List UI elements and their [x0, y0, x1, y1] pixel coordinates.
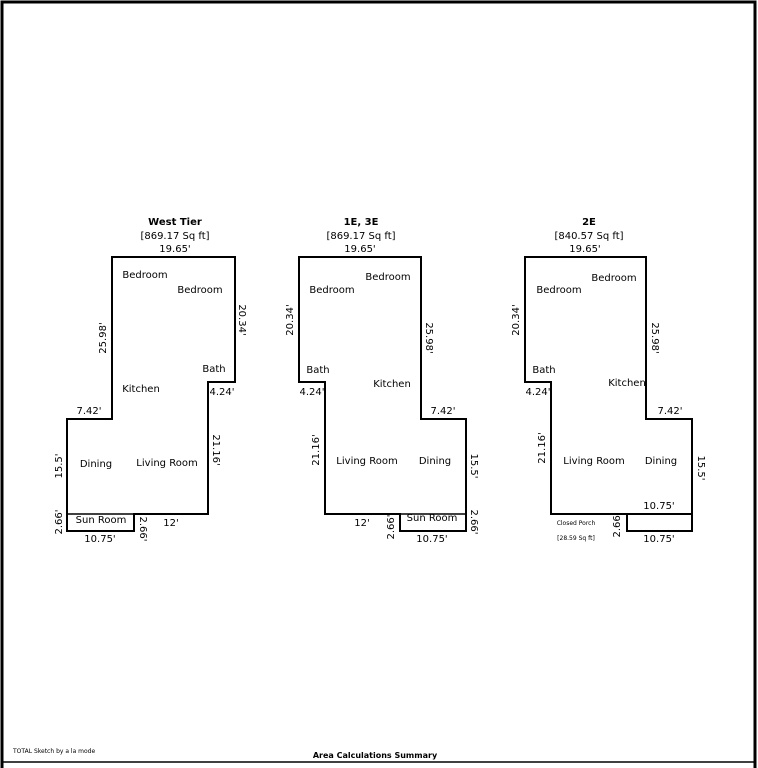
dim-step-right: 4.24': [209, 387, 234, 398]
dim-bottom-right: 10.75': [416, 534, 447, 545]
dim-porch-top: 10.75': [643, 501, 674, 512]
room-dining: Dining: [80, 459, 112, 470]
room-bedroom-1: Bedroom: [122, 270, 167, 281]
dim-right-upper: 25.98': [423, 322, 434, 353]
room-kitchen: Kitchen: [373, 379, 411, 390]
dim-step-left: 4.24': [299, 387, 324, 398]
dim-left-upper: 20.34': [511, 304, 522, 335]
closed-porch-outline: [626, 514, 693, 532]
dim-sunroom-right: 2.66': [137, 516, 148, 541]
dim-sunroom-left: 2.66': [54, 509, 65, 534]
dim-top: 19.65': [159, 244, 190, 255]
porch-area: [28.59 Sq ft]: [557, 535, 595, 542]
dim-sunroom-right: 2.66': [468, 509, 479, 534]
dim-left-upper: 25.98': [98, 322, 109, 353]
plan-outline: [298, 256, 467, 532]
dim-step-left: 7.42': [76, 406, 101, 417]
room-bedroom-2: Bedroom: [536, 285, 581, 296]
room-bedroom-1: Bedroom: [365, 272, 410, 283]
plan-area: [869.17 Sq ft]: [140, 231, 209, 242]
room-living: Living Room: [136, 458, 197, 469]
dim-right-lower: 15.5': [468, 453, 479, 478]
room-sun-room: Sun Room: [76, 515, 127, 526]
dim-bottom-left: 10.75': [84, 534, 115, 545]
room-bath: Bath: [532, 365, 555, 376]
room-bedroom-2: Bedroom: [177, 285, 222, 296]
dim-step-left: 4.24': [525, 387, 550, 398]
dim-right-upper: 20.34': [236, 304, 247, 335]
room-bath: Bath: [306, 365, 329, 376]
footer-summary-title: Area Calculations Summary: [313, 751, 438, 760]
dim-step-right: 7.42': [657, 406, 682, 417]
plan-1e-3e: 1E, 3E [869.17 Sq ft] 19.65' 20.34' 25.9…: [285, 217, 479, 545]
room-dining: Dining: [419, 456, 451, 467]
room-bath: Bath: [202, 364, 225, 375]
dim-left-lower: 21.16': [537, 432, 548, 463]
plan-title: 1E, 3E: [344, 217, 379, 228]
plan-west-tier: West Tier [869.17 Sq ft] 19.65' 25.98' 2…: [54, 217, 247, 545]
room-kitchen: Kitchen: [608, 378, 646, 389]
dim-bottom-right: 12': [163, 518, 178, 529]
plan-2e: 2E [840.57 Sq ft] 19.65' 20.34' 25.98' 4…: [511, 217, 706, 545]
dim-sunroom-left: 2.66': [386, 514, 397, 539]
dim-top: 19.65': [569, 244, 600, 255]
dim-step-right: 7.42': [430, 406, 455, 417]
porch-label: Closed Porch: [557, 520, 596, 527]
dim-porch-left: 2.66': [612, 512, 623, 537]
plan-title: 2E: [582, 217, 596, 228]
room-living: Living Room: [563, 456, 624, 467]
dim-right-lower: 21.16': [210, 434, 221, 465]
dim-right-upper: 25.98': [649, 322, 660, 353]
dim-left-upper: 20.34': [285, 304, 296, 335]
plan-area: [869.17 Sq ft]: [326, 231, 395, 242]
dim-left-lower: 21.16': [311, 434, 322, 465]
room-bedroom-1: Bedroom: [591, 273, 636, 284]
room-sun-room: Sun Room: [407, 513, 458, 524]
dim-bottom-left: 12': [354, 518, 369, 529]
plan-area: [840.57 Sq ft]: [554, 231, 623, 242]
room-bedroom-2: Bedroom: [309, 285, 354, 296]
dim-left-lower: 15.5': [54, 453, 65, 478]
room-dining: Dining: [645, 456, 677, 467]
room-kitchen: Kitchen: [122, 384, 160, 395]
dim-top: 19.65': [344, 244, 375, 255]
dim-porch-bottom: 10.75': [643, 534, 674, 545]
footer-software-label: TOTAL Sketch by a la mode: [12, 748, 95, 755]
room-living: Living Room: [336, 456, 397, 467]
dim-right-lower: 15.5': [695, 455, 706, 480]
plan-title: West Tier: [148, 217, 202, 228]
